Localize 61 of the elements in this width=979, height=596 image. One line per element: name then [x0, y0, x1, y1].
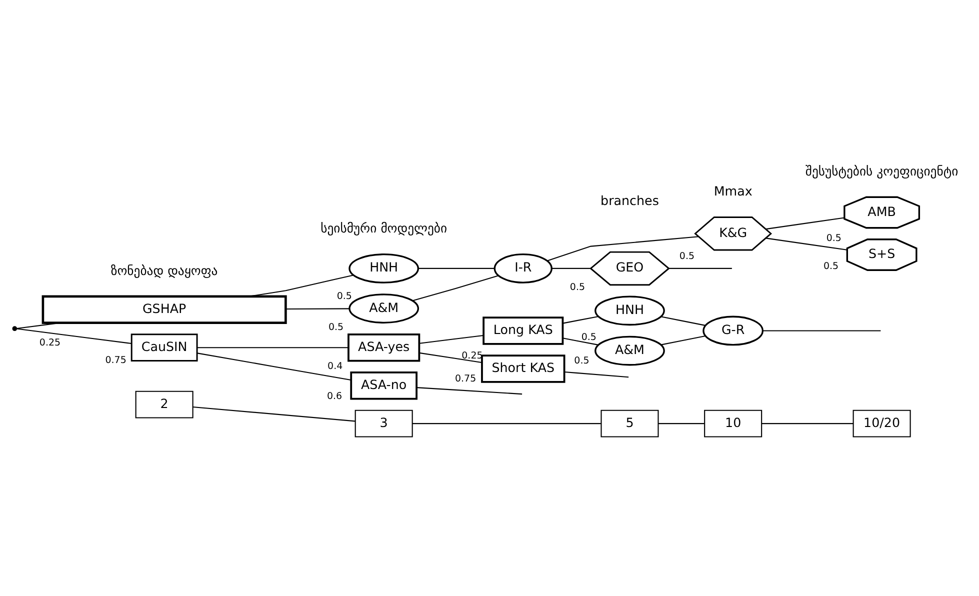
node-ellipse: G-R — [702, 316, 764, 346]
node-box: Long KAS — [482, 316, 564, 345]
node-point — [12, 326, 18, 332]
edge-label: 0.5 — [826, 232, 842, 244]
node-box: 2 — [135, 390, 194, 418]
node-box: 10 — [704, 410, 762, 438]
node-box: 3 — [354, 410, 413, 438]
edge-label: 0.5 — [570, 282, 586, 293]
connector — [668, 268, 732, 269]
label: სეისმური მოდელები — [320, 220, 448, 236]
node-box: 10/20 — [852, 410, 911, 438]
edge-label: 0.75 — [105, 354, 126, 366]
connector — [562, 338, 598, 346]
connector — [762, 423, 854, 424]
connector — [419, 334, 484, 344]
label: ზონებად დაყოფა — [110, 262, 218, 278]
connector — [192, 406, 356, 422]
connector — [562, 316, 598, 324]
connector — [416, 387, 522, 395]
connector — [660, 316, 706, 326]
label: Mmax — [714, 184, 752, 199]
connector — [564, 371, 629, 378]
connector — [547, 236, 699, 262]
connector — [286, 308, 350, 310]
edge-label: 0.4 — [328, 360, 343, 372]
connector — [766, 238, 848, 250]
edge-label: 0.25 — [39, 338, 61, 349]
edge-label: 0.25 — [462, 350, 483, 362]
node-box: GSHAP — [42, 295, 287, 324]
node-ellipse: HNH — [348, 254, 420, 284]
node-box: ASA-no — [350, 371, 418, 400]
connector — [412, 423, 601, 424]
connector — [418, 268, 494, 269]
connector — [552, 268, 591, 269]
connector — [248, 274, 354, 297]
node-ellipse: HNH — [594, 296, 665, 326]
edge-label: 0.75 — [455, 374, 476, 385]
connector — [763, 330, 881, 332]
connector — [16, 328, 132, 344]
edge-label: 0.5 — [824, 261, 839, 272]
edge-label: 0.6 — [326, 390, 342, 402]
connector — [197, 352, 351, 381]
node-box: Short KAS — [481, 354, 566, 383]
node-box: ASA-yes — [348, 333, 420, 362]
connector — [412, 275, 499, 302]
connector — [197, 347, 348, 348]
connector — [419, 352, 482, 363]
connector — [16, 322, 61, 330]
connector — [766, 217, 844, 230]
node-ellipse: I-R — [494, 254, 552, 284]
connector — [658, 423, 704, 424]
edge-label: 0.5 — [574, 355, 590, 366]
edge-label: 0.5 — [679, 251, 695, 262]
edge-label: 0.5 — [581, 332, 596, 343]
node-box: 5 — [600, 410, 659, 438]
node-ellipse: A&M — [594, 336, 665, 366]
edge-label: 0.5 — [328, 322, 344, 334]
connector — [660, 335, 706, 346]
label: შესუსტების კოეფიციენტი — [805, 164, 958, 179]
node-box: CauSIN — [130, 334, 198, 362]
label: branches — [600, 193, 659, 208]
